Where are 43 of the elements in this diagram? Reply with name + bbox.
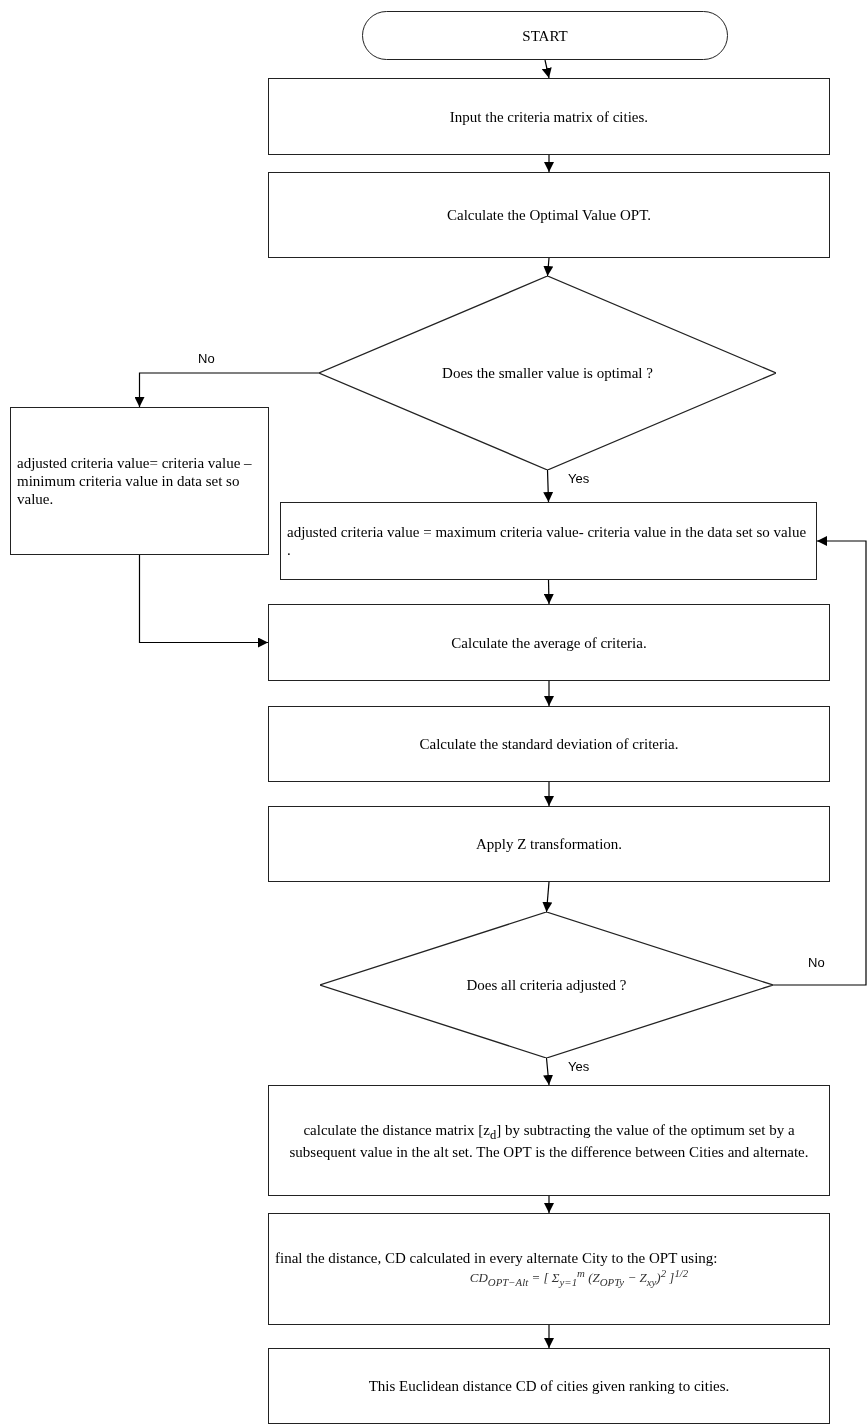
arrow: [138, 554, 269, 648]
step-text: adjusted criteria value = maximum criteria value- criteria value in the data set so value .: [287, 523, 808, 559]
arrow: [772, 536, 867, 986]
process-box: [268, 1348, 830, 1424]
process-box: [280, 502, 817, 580]
edge-label: No: [806, 955, 827, 970]
edge-label: No: [196, 351, 217, 366]
arrow: [544, 781, 554, 807]
step-text: START: [521, 26, 569, 45]
decision-text: Does all criteria adjusted ?: [465, 976, 628, 994]
step-text: adjusted criteria value= criteria value – minimum criteria value in data set so value.: [17, 454, 253, 508]
process-box: [268, 78, 830, 155]
step-text: Calculate the Optimal Value OPT.: [446, 206, 652, 224]
start-terminal: [362, 11, 728, 60]
decision-text: Does the smaller value is optimal ?: [441, 364, 654, 382]
arrow: [544, 1324, 554, 1349]
step-text: Apply Z transformation.: [474, 835, 624, 853]
arrow: [544, 1195, 554, 1214]
process-box: [10, 407, 269, 555]
step-text: Input the criteria matrix of cities.: [448, 107, 650, 126]
arrow: [544, 680, 554, 707]
arrow: [543, 579, 554, 605]
step-text: final the distance, CD calculated in every alternate City to the OPT using:: [275, 1249, 719, 1268]
step-text: Calculate the average of criteria.: [450, 633, 648, 652]
arrow: [543, 1057, 554, 1086]
process-box: [268, 1085, 830, 1196]
arrow: [544, 154, 554, 173]
arrow: [543, 469, 554, 503]
arrow: [542, 881, 553, 913]
process-box: [268, 172, 830, 258]
step-text: This Euclidean distance CD of cities given ranking to cities.: [367, 1377, 731, 1395]
step-text: calculate the distance matrix [z$_{d}$] by subtracting the value of the optimum set by a subsequent value in the alt set. The OPT is the difference between Cities and alternate.: [288, 1120, 810, 1161]
arrow: [134, 372, 320, 408]
arrow: [543, 257, 554, 277]
step-text: Calculate the standard deviation of criteria.: [418, 735, 680, 753]
process-box: [268, 706, 830, 782]
edge-label: Yes: [566, 1059, 592, 1074]
arrow: [541, 59, 552, 79]
process-box: [268, 1213, 830, 1325]
process-box: [268, 806, 830, 882]
edge-label: Yes: [566, 471, 592, 486]
formula-text: CD$_{OPT−Alt}$ = [ Σ$_{y=1}$$^{m}$ (Z$_{OPTy}$ − Z$_{xy}$)$^{2}$ ]$^{1/2}$: [468, 1267, 690, 1289]
process-box: [268, 604, 830, 681]
